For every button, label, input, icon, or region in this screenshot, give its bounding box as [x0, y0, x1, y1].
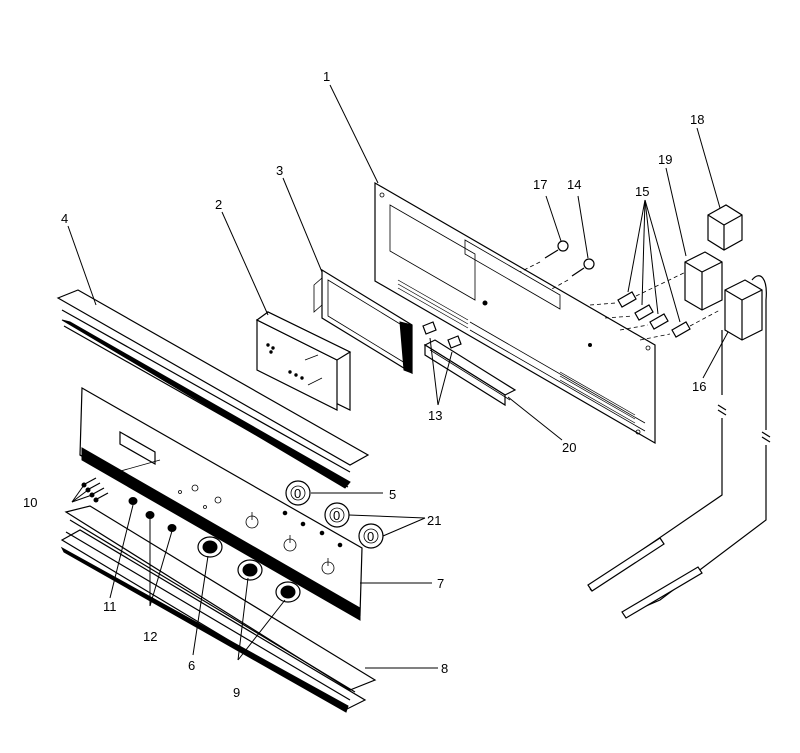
knob-seats — [245, 512, 335, 575]
panel-holes — [178, 484, 222, 509]
callout-5: 5 — [389, 487, 396, 502]
callout-13: 13 — [428, 408, 442, 423]
callout-21: 21 — [427, 513, 441, 528]
callout-6: 6 — [188, 658, 195, 673]
top-trim-part-4 — [56, 289, 370, 489]
sensor-box-part-16 — [721, 275, 767, 430]
callout-2: 2 — [215, 197, 222, 212]
bracket-part-20 — [423, 339, 517, 407]
callout-9: 9 — [233, 685, 240, 700]
callout-17: 17 — [533, 177, 547, 192]
knob-part-6 — [197, 536, 223, 558]
callout-10: 10 — [23, 495, 37, 510]
callout-7: 7 — [437, 576, 444, 591]
leader-lines — [67, 84, 729, 669]
bolt-part-17 — [519, 240, 569, 273]
knob-part-9a — [237, 559, 263, 581]
bottom-trim-part-8 — [60, 505, 377, 713]
grommet-part-21b: 0 — [358, 523, 384, 549]
grommet-part-21a: 0 — [324, 502, 350, 528]
display-frame-part-3 — [313, 268, 413, 375]
relay-part-19 — [684, 251, 723, 311]
svg-text:0: 0 — [294, 486, 301, 501]
callout-14: 14 — [567, 177, 581, 192]
callout-12: 12 — [143, 629, 157, 644]
callouts: 1 2 3 4 5 6 7 8 9 10 11 12 13 14 15 16 1… — [23, 69, 706, 700]
callout-15: 15 — [635, 184, 649, 199]
callout-11: 11 — [103, 599, 117, 614]
grommet-part-5: 0 — [285, 480, 311, 506]
screws-part-10 — [81, 459, 161, 503]
callout-8: 8 — [441, 661, 448, 676]
callout-1: 1 — [323, 69, 330, 84]
svg-text:0: 0 — [333, 508, 340, 523]
callout-4: 4 — [61, 211, 68, 226]
connectors-part-15 — [589, 269, 721, 341]
bolt-part-14 — [549, 258, 595, 291]
callout-18: 18 — [690, 112, 704, 127]
svg-text:0: 0 — [367, 529, 374, 544]
back-panel-part-1 — [374, 181, 656, 445]
callout-16: 16 — [692, 379, 706, 394]
callout-3: 3 — [276, 163, 283, 178]
sensor-probes — [587, 404, 771, 619]
knob-part-9b — [275, 581, 301, 603]
switch-box-part-18 — [707, 204, 743, 251]
callout-19: 19 — [658, 152, 672, 167]
clips-part-13 — [422, 321, 462, 349]
control-box-part-2 — [255, 311, 352, 411]
callout-20: 20 — [562, 440, 576, 455]
indicator-light-part-11 — [128, 497, 138, 505]
